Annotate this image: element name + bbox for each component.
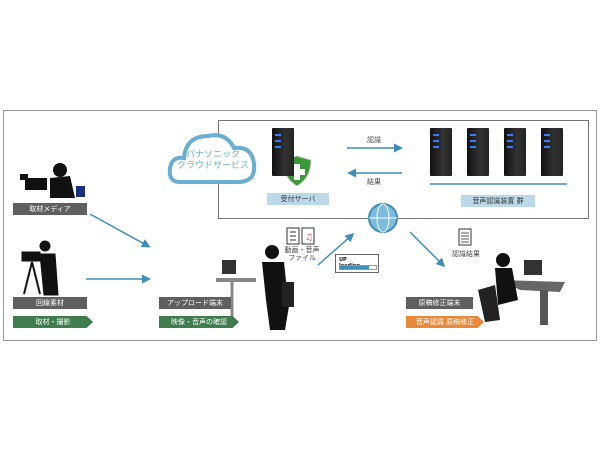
recognition-server-4: [541, 128, 563, 176]
audio-file-icon: ♫: [301, 227, 315, 245]
cloud-title-line1: パナソニック: [185, 150, 240, 160]
field-media-label: 取材メディア: [13, 203, 87, 215]
upload-progress-bar: [339, 265, 377, 270]
server-group-label: 音声認識装置 群: [461, 195, 535, 207]
media-files-line2: ファイル: [288, 254, 316, 262]
globe-icon: [368, 203, 398, 233]
document-icon: [458, 228, 472, 246]
reception-server-label: 受付サーバ: [267, 193, 329, 205]
upload-worker-icon: [216, 245, 294, 330]
recognition-server-2: [467, 128, 489, 176]
editor-worker-icon: [478, 253, 565, 325]
svg-text:♫: ♫: [305, 233, 313, 243]
outer-frame: [3, 110, 597, 341]
upload-arrow: [317, 233, 355, 266]
camera-operator-icon: [20, 163, 75, 198]
result-label: 結果: [367, 178, 381, 186]
editing-step-label: 音声認識 原稿修正: [406, 316, 484, 328]
media-to-upload-arrow: [89, 213, 151, 248]
upload-step-label: 映像・音声の確認: [159, 316, 239, 328]
download-arrow: [409, 231, 446, 268]
cloud-icon: [167, 133, 257, 184]
recognition-server-1: [430, 128, 452, 176]
reception-server-icon: [272, 128, 294, 176]
line-material-label: 回線素材: [13, 297, 87, 309]
cloud-title-line2: クラウドサービス: [176, 161, 249, 171]
sd-card-icon: [76, 186, 85, 197]
upload-terminal-label: アップロード端末: [159, 297, 231, 309]
capture-step-label: 取材・撮影: [13, 316, 93, 328]
tripod-camera-operator-icon: [21, 240, 59, 296]
recognition-server-3: [504, 128, 526, 176]
recognition-label: 認識: [367, 136, 381, 144]
media-files-line1: 動画・音声: [284, 246, 320, 254]
upload-progress-fill: [340, 266, 369, 269]
recognition-result-label: 認識結果: [452, 250, 480, 258]
upload-progress-window: UP loading...: [335, 254, 379, 273]
video-file-icon: [286, 227, 300, 245]
editing-terminal-label: 原稿修正端末: [406, 297, 473, 309]
